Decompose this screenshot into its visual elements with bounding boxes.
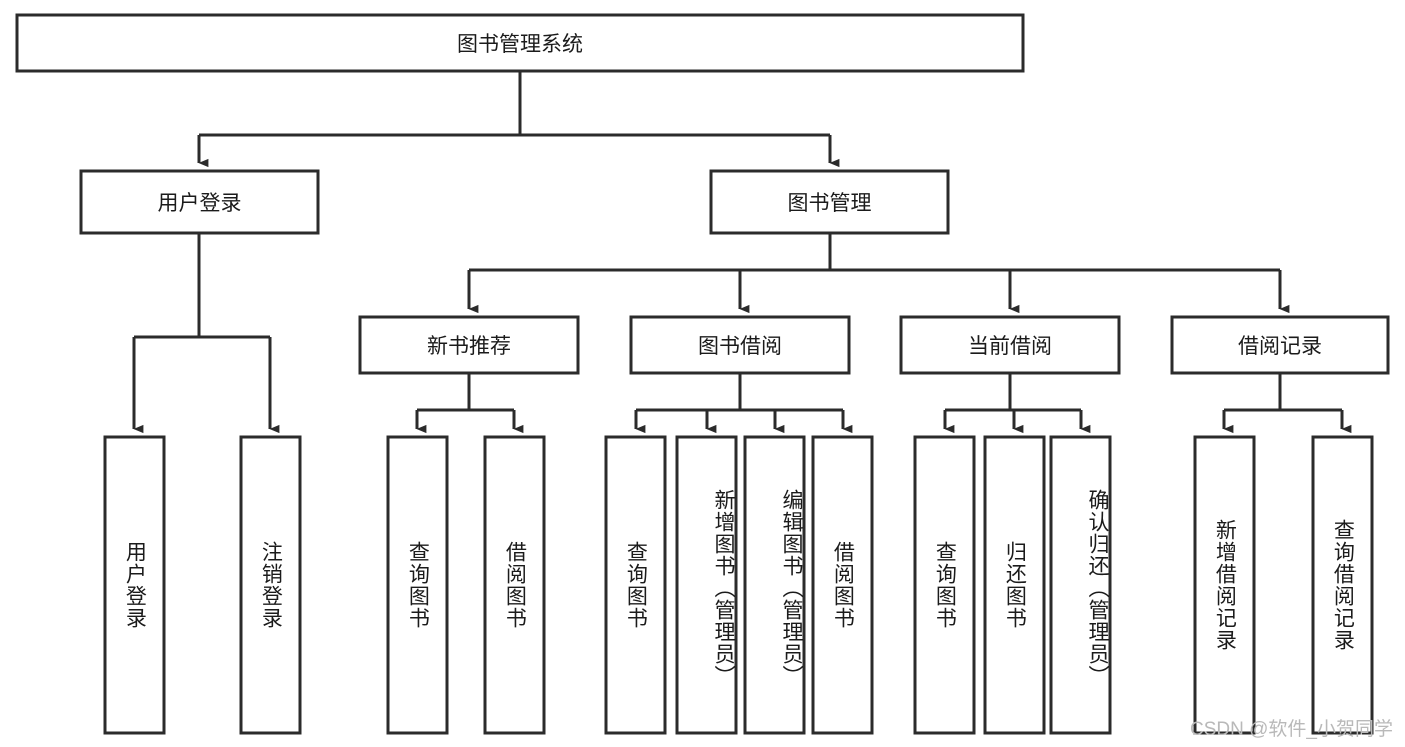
- node-box-br-query-record[interactable]: [1311, 435, 1374, 735]
- node-box-borrow-record[interactable]: [1170, 315, 1390, 375]
- node-box-user-login-action[interactable]: [103, 435, 166, 735]
- node-box-user-logout-action[interactable]: [239, 435, 302, 735]
- node-box-cb-return-book[interactable]: [983, 435, 1046, 735]
- node-box-new-book-recommend[interactable]: [358, 315, 580, 375]
- node-box-user-login[interactable]: [79, 169, 320, 235]
- node-box-bb-add-book[interactable]: [675, 435, 738, 735]
- node-box-cb-confirm-return[interactable]: [1049, 435, 1112, 735]
- node-box-nbr-query-book[interactable]: [386, 435, 449, 735]
- node-box-bb-edit-book[interactable]: [743, 435, 806, 735]
- node-box-br-add-record[interactable]: [1193, 435, 1256, 735]
- node-box-bb-borrow-book[interactable]: [811, 435, 874, 735]
- node-box-current-borrow[interactable]: [899, 315, 1121, 375]
- node-box-bb-query-book[interactable]: [604, 435, 667, 735]
- node-box-cb-query-book[interactable]: [913, 435, 976, 735]
- node-box-nbr-borrow-book[interactable]: [483, 435, 546, 735]
- watermark-text: CSDN @软件_小贺同学: [1190, 719, 1393, 740]
- node-box-book-borrow[interactable]: [629, 315, 851, 375]
- node-box-root[interactable]: [15, 13, 1025, 73]
- node-box-book-management[interactable]: [709, 169, 950, 235]
